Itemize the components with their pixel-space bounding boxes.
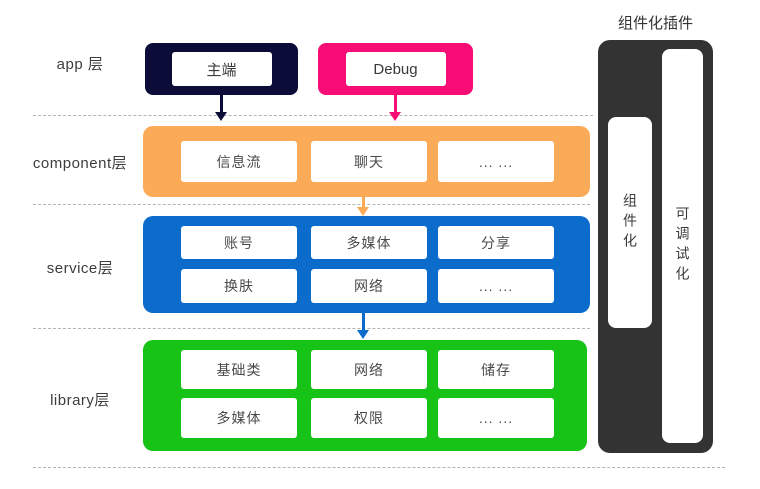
arrow-debug-to-component [388,95,402,121]
component-cell: 信息流 [181,141,297,182]
plugin-panel: 组件化 可调试化 [598,40,713,453]
separator-component-service [33,204,590,205]
arrow-component-to-service [356,197,370,216]
service-cell: 网络 [311,269,427,303]
app-main-box: 主端 [145,43,298,95]
component-cell: 聊天 [311,141,427,182]
component-cell: ... ... [438,141,554,182]
library-cell: 网络 [311,350,427,389]
service-cell: 分享 [438,226,554,259]
component-layer-band: 信息流 聊天 ... ... [143,126,590,197]
arrow-main-to-component [214,95,228,121]
library-cell: 基础类 [181,350,297,389]
library-cell: 权限 [311,398,427,438]
service-layer-band: 账号 多媒体 分享 换肤 网络 ... ... [143,216,590,313]
service-layer-label: service层 [46,260,114,277]
plugin-item-componentization: 组件化 [608,117,652,328]
separator-bottom [33,467,725,468]
component-layer-label: component层 [32,155,128,172]
app-layer-label: app 层 [56,56,104,73]
library-cell: ... ... [438,398,554,438]
service-cell: 多媒体 [311,226,427,259]
library-cell: 储存 [438,350,554,389]
service-cell: 换肤 [181,269,297,303]
service-cell: ... ... [438,269,554,303]
app-debug-label: Debug [345,52,446,86]
service-cell: 账号 [181,226,297,259]
app-debug-box: Debug [318,43,473,95]
app-main-label: 主端 [171,52,272,86]
arrow-service-to-library [356,313,370,339]
library-layer-band: 基础类 网络 储存 多媒体 权限 ... ... [143,340,587,451]
plugin-panel-title: 组件化插件 [617,15,693,32]
separator-app-component [33,115,593,116]
library-cell: 多媒体 [181,398,297,438]
plugin-item-debuggability: 可调试化 [662,49,703,443]
separator-service-library [33,328,590,329]
library-layer-label: library层 [50,392,110,409]
